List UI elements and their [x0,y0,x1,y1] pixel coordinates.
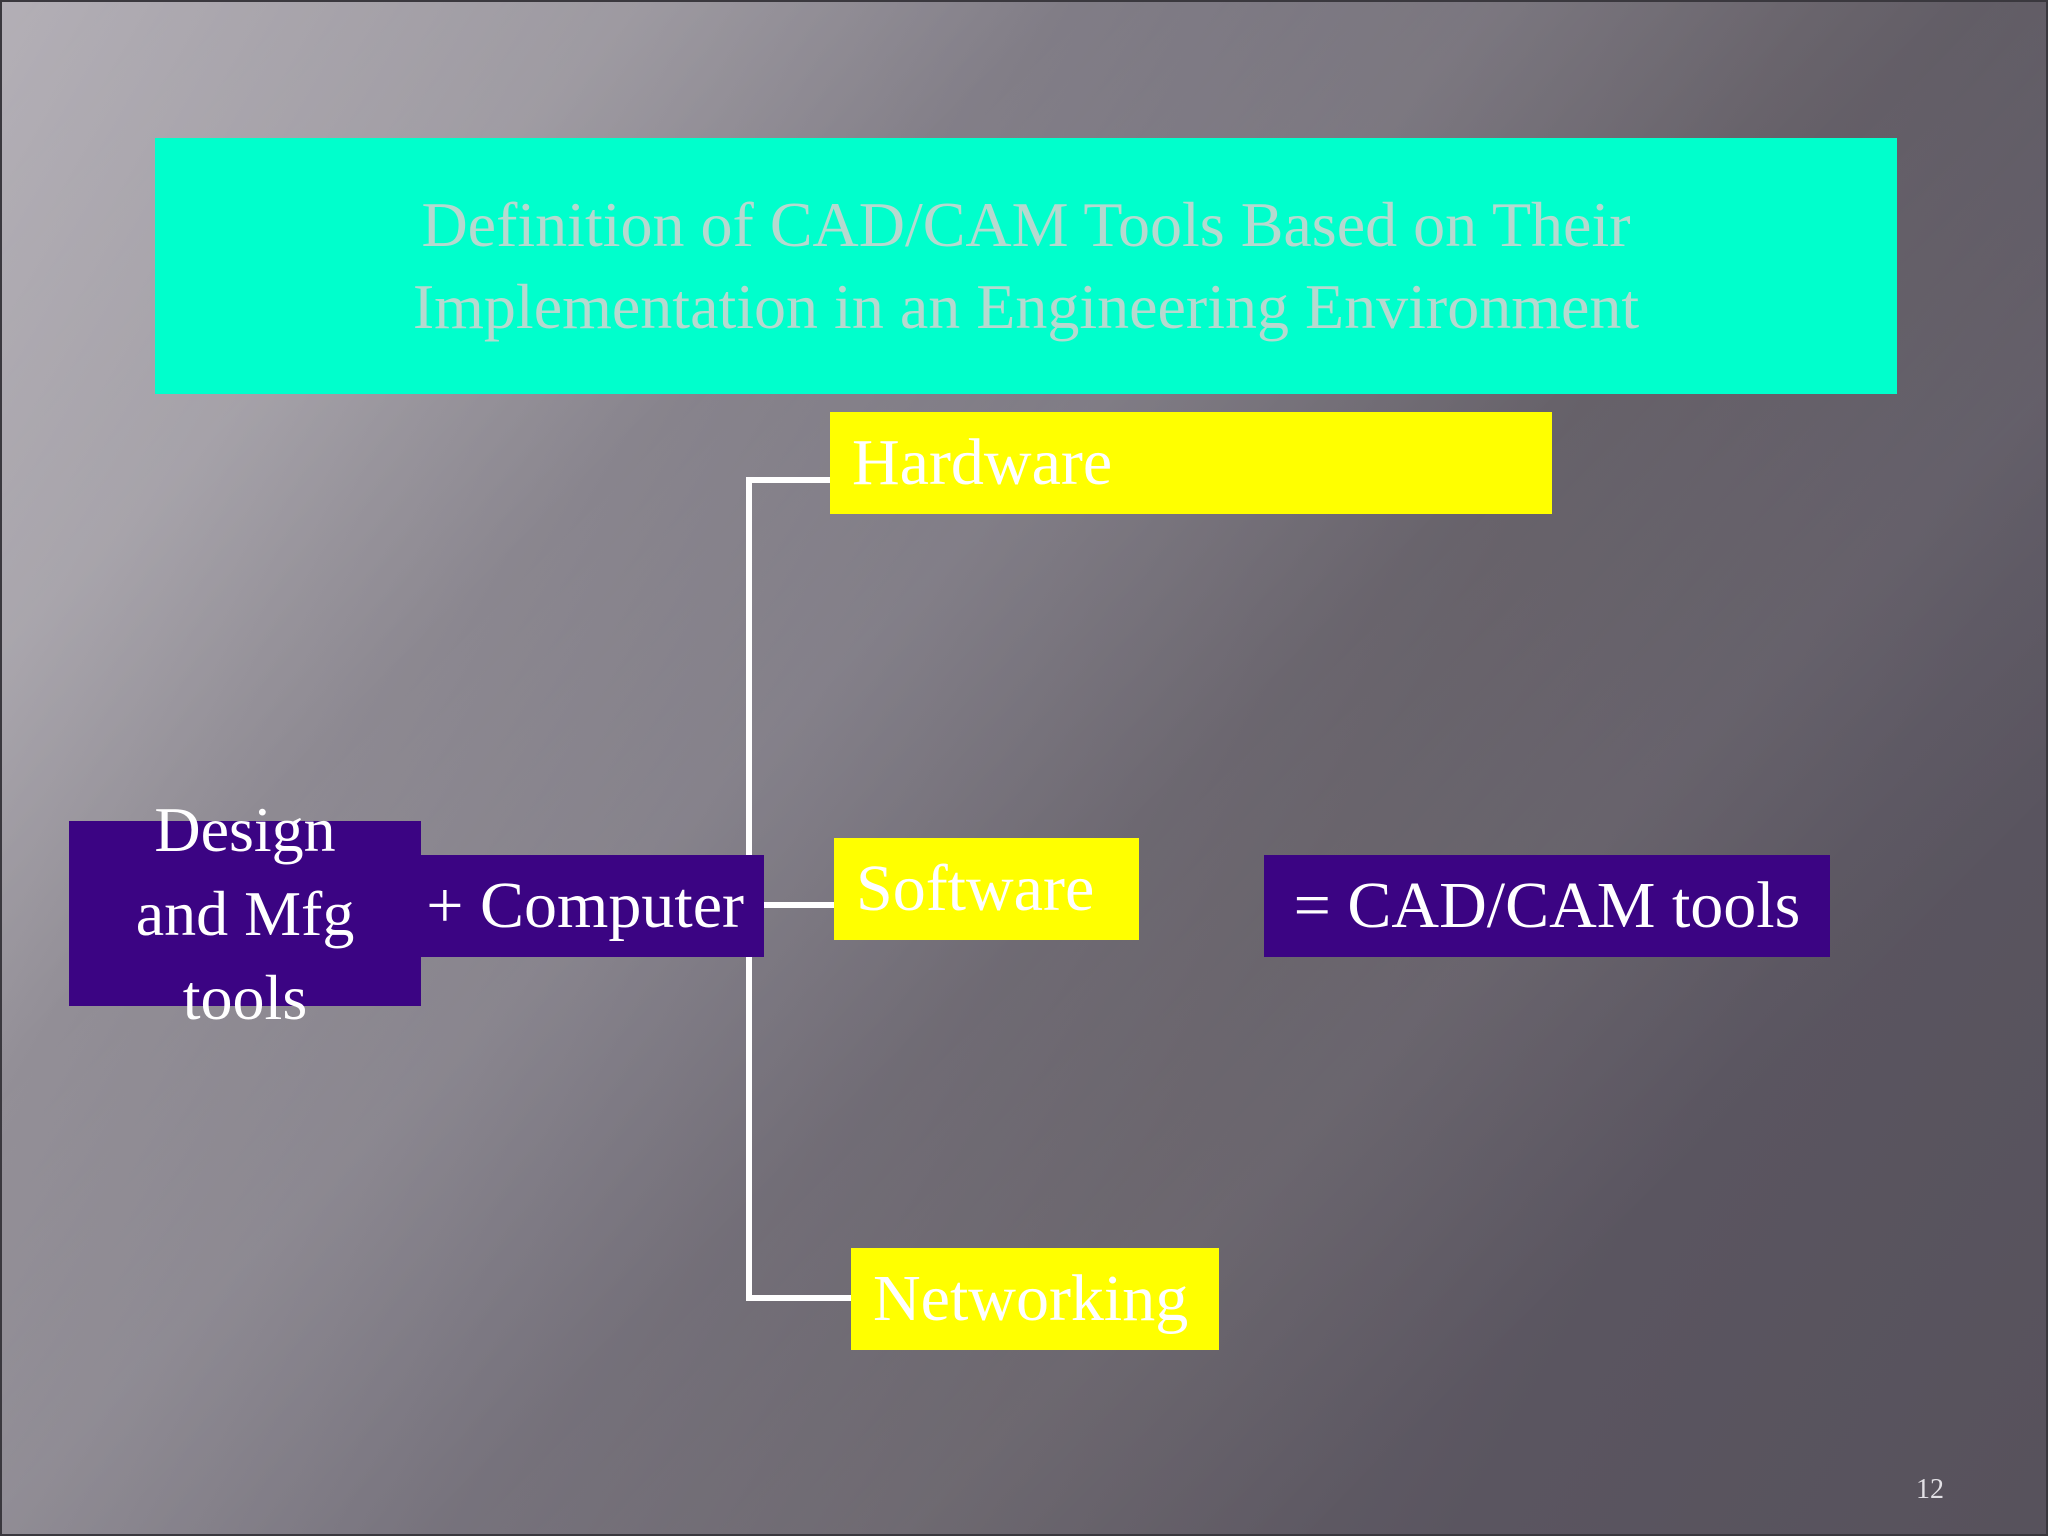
page-number: 12 [1916,1474,1944,1505]
computer-box: + Computer [407,855,764,957]
networking-label: Networking [873,1262,1189,1335]
design-mfg-tools-box: Design and Mfg tools [69,794,421,1033]
hardware-box: Hardware [830,412,1552,514]
connector-networking [746,1295,851,1301]
design-mfg-tools-label: Design and Mfg tools [135,793,355,1033]
hardware-label: Hardware [852,426,1113,499]
slide-title: Definition of CAD/CAM Tools Based on The… [412,189,1640,342]
connector-hardware [746,477,830,483]
title-box: Definition of CAD/CAM Tools Based on The… [155,138,1897,394]
software-box: Software [834,838,1139,940]
software-label: Software [856,852,1095,925]
cad-cam-tools-box: = CAD/CAM tools [1264,855,1830,957]
cad-cam-tools-label: = CAD/CAM tools [1293,869,1801,942]
computer-label: + Computer [426,869,744,942]
connector-software [764,902,834,908]
networking-box: Networking [851,1248,1219,1350]
